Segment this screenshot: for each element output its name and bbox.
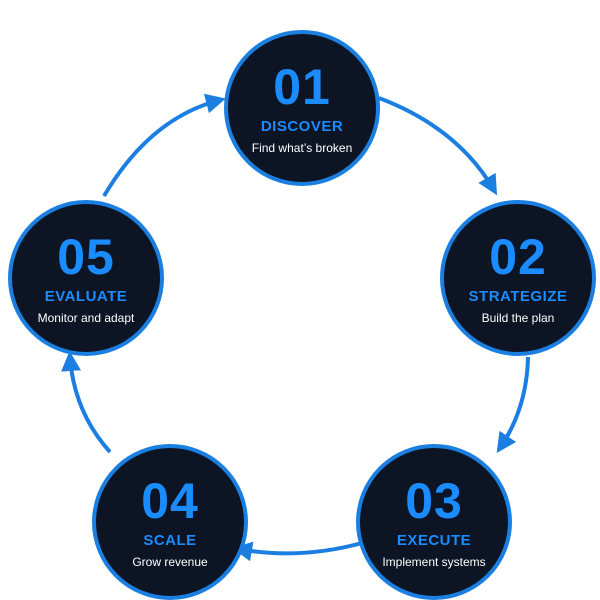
step-number: 05 [57, 228, 115, 285]
step-title: STRATEGIZE [468, 287, 568, 305]
step-subtitle: Find what’s broken [251, 140, 353, 155]
arrow-04-to-05 [61, 351, 112, 454]
step-title: SCALE [143, 531, 197, 549]
arrow-03-to-04 [232, 541, 363, 562]
step-number: 01 [273, 58, 331, 115]
step-subtitle: Monitor and adapt [37, 310, 135, 325]
step-number: 03 [405, 472, 463, 529]
step-title: DISCOVER [260, 117, 344, 135]
step-node-05: 05 EVALUATE Monitor and adapt [8, 200, 164, 356]
step-subtitle: Implement systems [382, 554, 486, 569]
step-number: 04 [141, 472, 199, 529]
step-title: EVALUATE [44, 287, 128, 305]
step-node-02: 02 STRATEGIZE Build the plan [440, 200, 596, 356]
step-node-03: 03 EXECUTE Implement systems [356, 444, 512, 600]
step-node-04: 04 SCALE Grow revenue [92, 444, 248, 600]
arrow-05-to-01 [102, 93, 226, 198]
step-subtitle: Grow revenue [132, 554, 208, 569]
arrow-02-to-03 [496, 356, 530, 453]
arrow-01-to-02 [378, 96, 498, 196]
step-title: EXECUTE [396, 531, 472, 549]
step-subtitle: Build the plan [481, 310, 555, 325]
step-node-01: 01 DISCOVER Find what’s broken [224, 30, 380, 186]
step-number: 02 [489, 228, 547, 285]
